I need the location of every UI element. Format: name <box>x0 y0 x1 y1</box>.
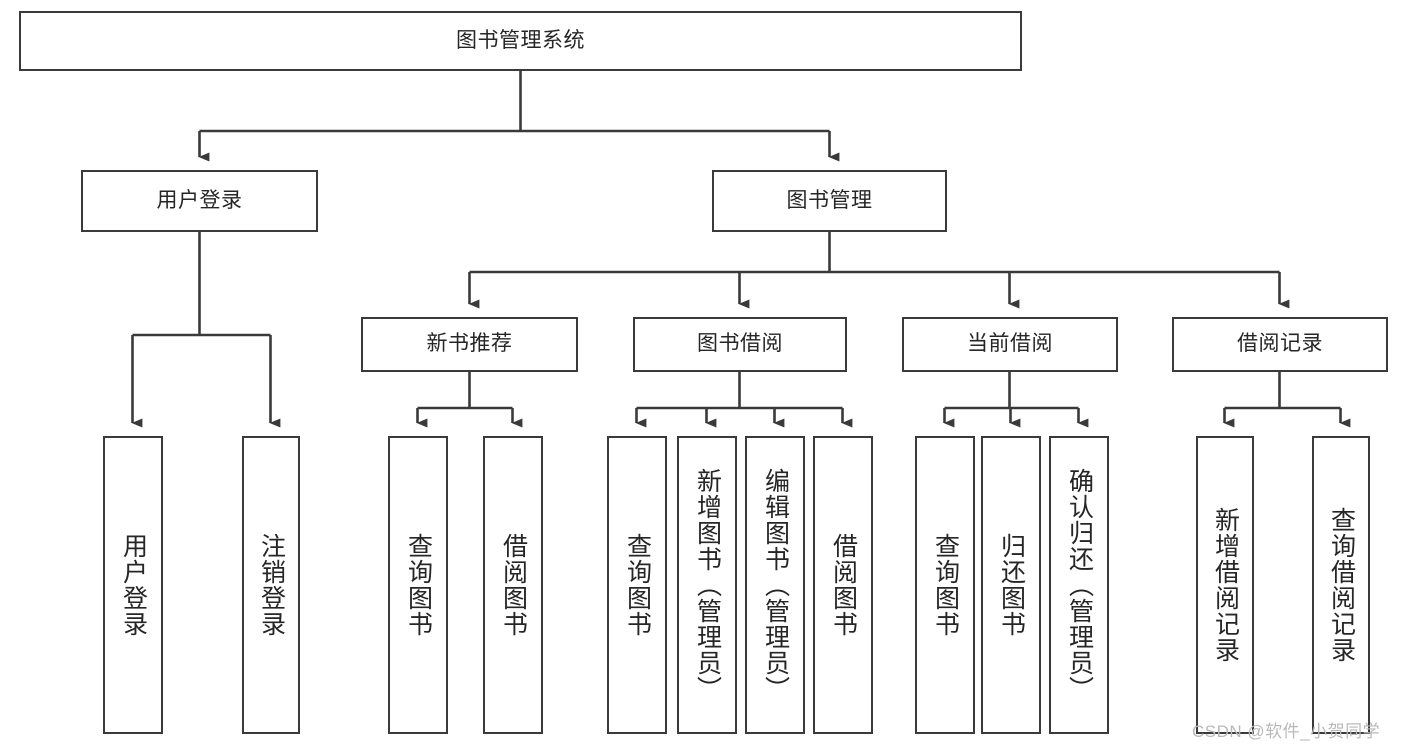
node-borrowing-records[interactable]: 借阅记录 <box>1172 317 1388 372</box>
leaf-query-books-current-label: 查询图书 <box>931 533 960 637</box>
leaf-user-login-label: 用户登录 <box>119 533 148 637</box>
node-book-management[interactable]: 图书管理 <box>712 170 947 232</box>
leaf-query-books-current[interactable]: 查询图书 <box>915 436 975 734</box>
leaf-query-books-borrowing[interactable]: 查询图书 <box>607 436 667 734</box>
leaf-borrow-books-label: 借阅图书 <box>829 533 858 637</box>
leaf-logout[interactable]: 注销登录 <box>242 436 300 734</box>
leaf-user-login[interactable]: 用户登录 <box>103 436 163 734</box>
node-book-borrowing[interactable]: 图书借阅 <box>633 317 847 372</box>
leaf-borrow-books[interactable]: 借阅图书 <box>813 436 873 734</box>
leaf-borrow-books-recommendation[interactable]: 借阅图书 <box>483 436 543 734</box>
leaf-query-borrowing-record[interactable]: 查询借阅记录 <box>1312 436 1370 734</box>
leaf-add-borrowing-record[interactable]: 新增借阅记录 <box>1196 436 1254 734</box>
node-current-borrowing[interactable]: 当前借阅 <box>902 317 1118 372</box>
leaf-edit-book-admin-label: 编辑图书（管理员） <box>761 468 790 702</box>
leaf-add-borrowing-record-label: 新增借阅记录 <box>1211 507 1240 663</box>
leaf-query-books-borrowing-label: 查询图书 <box>623 533 652 637</box>
leaf-logout-label: 注销登录 <box>257 533 286 637</box>
leaf-borrow-books-recommendation-label: 借阅图书 <box>499 533 528 637</box>
node-new-book-recommendation[interactable]: 新书推荐 <box>361 317 578 372</box>
leaf-query-books-recommendation[interactable]: 查询图书 <box>388 436 448 734</box>
leaf-query-borrowing-record-label: 查询借阅记录 <box>1327 507 1356 663</box>
node-root-label: 图书管理系统 <box>456 28 585 52</box>
node-book-management-label: 图书管理 <box>786 188 873 212</box>
leaf-query-books-recommendation-label: 查询图书 <box>404 533 433 637</box>
leaf-edit-book-admin[interactable]: 编辑图书（管理员） <box>745 436 805 734</box>
leaf-add-book-admin-label: 新增图书（管理员） <box>693 468 722 702</box>
leaf-add-book-admin[interactable]: 新增图书（管理员） <box>677 436 737 734</box>
node-book-borrowing-label: 图书借阅 <box>697 332 783 356</box>
node-root[interactable]: 图书管理系统 <box>19 11 1022 71</box>
node-current-borrowing-label: 当前借阅 <box>967 332 1053 356</box>
leaf-confirm-return-admin[interactable]: 确认归还（管理员） <box>1049 436 1109 734</box>
node-borrowing-records-label: 借阅记录 <box>1237 332 1323 356</box>
leaf-return-books-label: 归还图书 <box>997 533 1026 637</box>
node-new-book-recommendation-label: 新书推荐 <box>426 332 513 356</box>
watermark: CSDN @软件_小贺同学 <box>1192 722 1381 741</box>
node-user-login[interactable]: 用户登录 <box>81 170 318 232</box>
leaf-confirm-return-admin-label: 确认归还（管理员） <box>1065 468 1094 702</box>
leaf-return-books[interactable]: 归还图书 <box>981 436 1041 734</box>
node-user-login-label: 用户登录 <box>156 188 243 212</box>
